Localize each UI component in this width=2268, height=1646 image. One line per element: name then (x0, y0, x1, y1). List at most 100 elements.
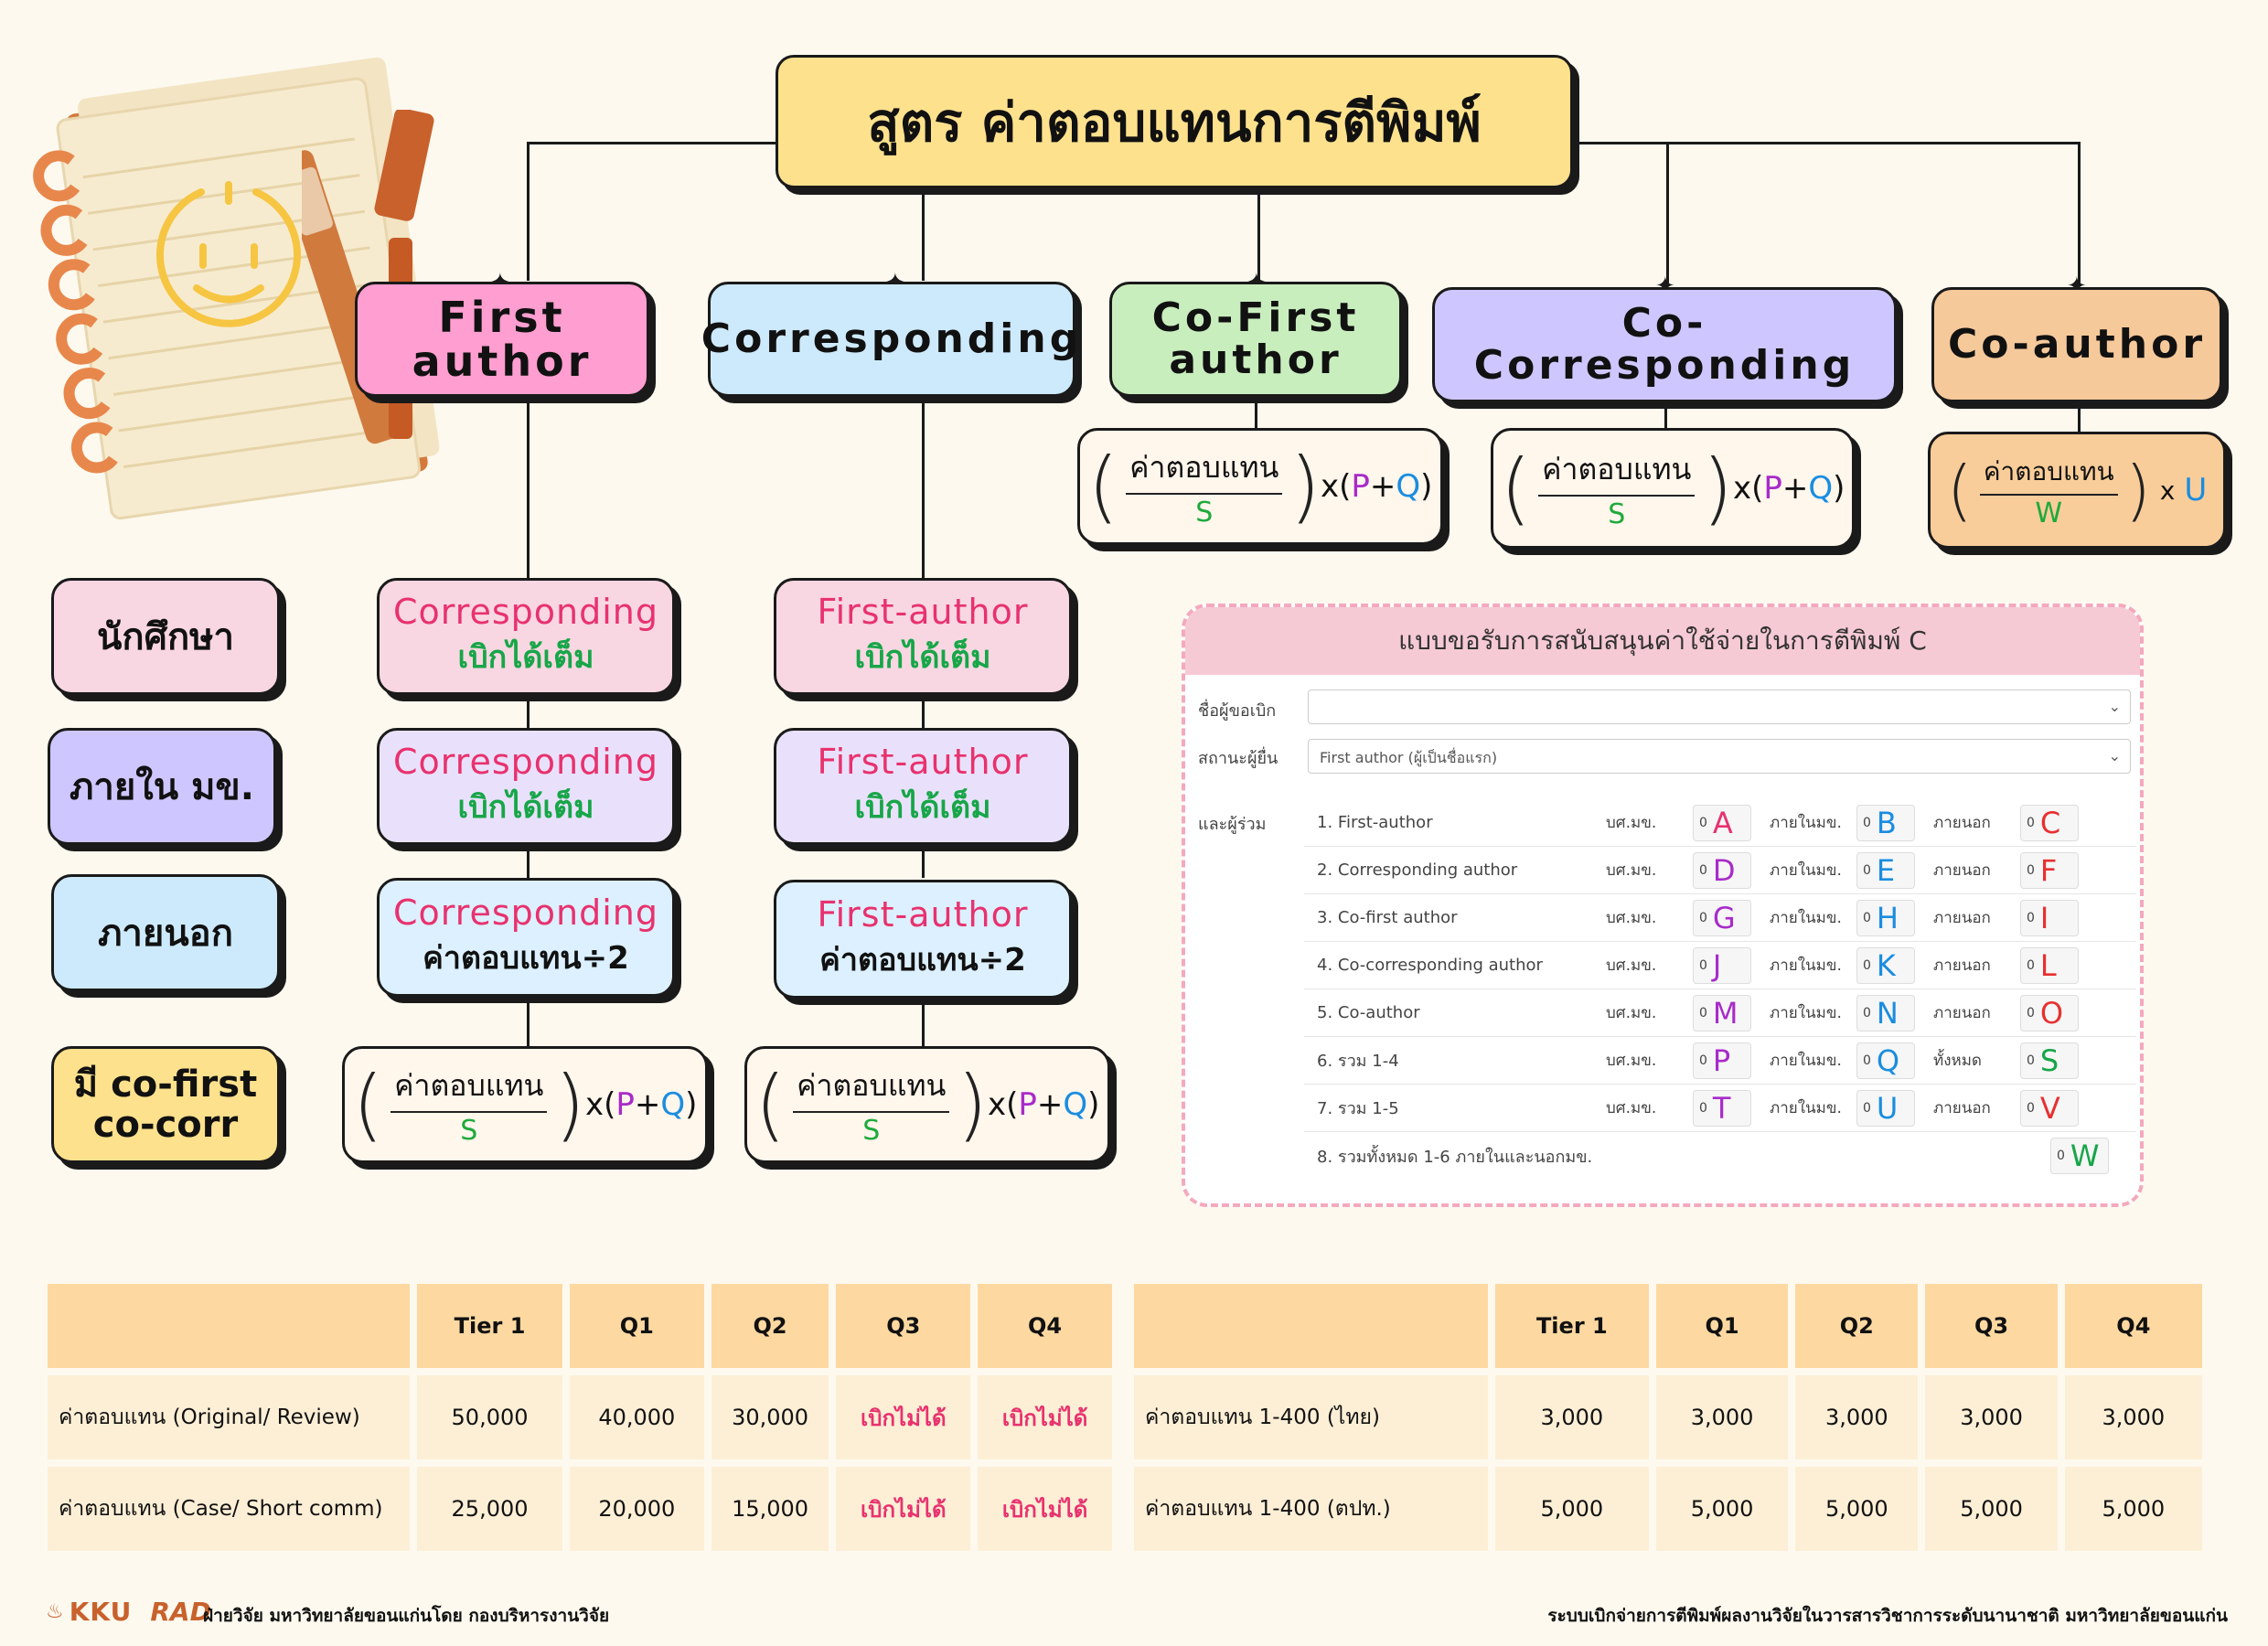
var-q: Q (660, 1086, 686, 1123)
table-cell: เบิกไม่ได้ (978, 1467, 1112, 1551)
row-label-student: นักศึกษา (51, 578, 280, 695)
connector (2078, 402, 2081, 432)
table-header: Q4 (978, 1284, 1112, 1368)
table-cell: 15,000 (711, 1467, 829, 1551)
paren-close-small: ) (1420, 468, 1433, 505)
row-name: 1. First-author (1317, 813, 1433, 832)
cell-top: Corresponding (392, 592, 659, 632)
role-label: Corresponding (701, 315, 1083, 362)
col-label: ภายในมข. (1770, 814, 1842, 832)
table-cell: 3,000 (1655, 1375, 1789, 1459)
plus-sign: + (634, 1086, 661, 1123)
role-co-first-author: Co-First author (1109, 282, 1402, 397)
table-cell: 5,000 (2064, 1467, 2202, 1551)
col-label: ภายนอก (1933, 814, 1991, 832)
connector (1257, 192, 1260, 281)
cell-bottom: เบิกได้เต็ม (457, 639, 594, 676)
table-cell: 40,000 (569, 1375, 704, 1459)
paren-close-small: ) (685, 1086, 698, 1123)
row-label-cofirst-cocorr: มี co-first co-corr (51, 1046, 280, 1163)
table-header (1134, 1284, 1488, 1368)
var-q: Q (1396, 468, 1421, 505)
footer-left-text: ฝ่ายวิจัย มหาวิทยาลัยขอนแก่นโดย กองบริหา… (203, 1606, 610, 1626)
times-sign: x (2159, 475, 2176, 506)
connector (527, 142, 530, 281)
connector (527, 142, 778, 144)
first-author-student-cell: Corresponding เบิกได้เต็ม (377, 578, 675, 695)
row-name: 2. Corresponding author (1317, 860, 1518, 880)
role-co-author: Co-author (1931, 287, 2222, 402)
numerator: ค่าตอบแทน (390, 1063, 548, 1113)
role-label: First author (412, 292, 593, 386)
denominator: W (2035, 497, 2063, 529)
denominator: S (460, 1115, 478, 1147)
cell-top: Corresponding (392, 892, 659, 933)
paren-open-small: ( (604, 1086, 616, 1123)
denominator: S (862, 1115, 881, 1147)
connector (1664, 402, 1667, 432)
var-q: Q (1063, 1086, 1088, 1123)
connector (922, 697, 925, 728)
numerator: ค่าตอบแทน (1538, 446, 1696, 497)
col-label: ภายนอก (1933, 1004, 1991, 1022)
status-select[interactable]: First author (ผู้เป็นชื่อแรก)⌄ (1308, 739, 2131, 774)
var-p: P (615, 1086, 635, 1123)
paren-open: ( (1087, 441, 1119, 532)
table-cell: 5,000 (1795, 1467, 1919, 1551)
requester-select[interactable]: ⌄ (1308, 689, 2131, 724)
paren-open-small: ( (1751, 470, 1764, 507)
row-name: 3. Co-first author (1317, 908, 1458, 927)
table-cell: 3,000 (1925, 1375, 2058, 1459)
corresponding-internal-cell: First-author เบิกได้เต็ม (774, 728, 1072, 845)
table-row: ค่าตอบแทน (Case/ Short comm) 25,000 20,0… (48, 1467, 1112, 1551)
paren-open-small: ( (1006, 1086, 1019, 1123)
table-cell: 3,000 (1795, 1375, 1919, 1459)
paren-close-small: ) (1087, 1086, 1100, 1123)
numerator: ค่าตอบแทน (1126, 444, 1283, 495)
col-label: ภายในมข. (1770, 1004, 1842, 1022)
role-label: Co-First author (1151, 294, 1360, 383)
connector (1255, 397, 1257, 428)
row-name: 5. Co-author (1317, 1003, 1420, 1022)
paren-open: ( (352, 1059, 384, 1150)
var-q: Q (1808, 470, 1834, 507)
status-label: สถานะผู้ยื่น (1198, 749, 1278, 768)
table-cell: ค่าตอบแทน (Case/ Short comm) (48, 1467, 411, 1551)
table-header-row: Tier 1 Q1 Q2 Q3 Q4 (1134, 1284, 2202, 1368)
table-row: ค่าตอบแทน (Original/ Review) 50,000 40,0… (48, 1375, 1112, 1459)
connector (527, 847, 530, 878)
var-p: P (1763, 470, 1782, 507)
table-cell: 30,000 (711, 1375, 829, 1459)
table-cell: 3,000 (2064, 1375, 2202, 1459)
var-p: P (1018, 1086, 1037, 1123)
paren-open-small: ( (1339, 468, 1352, 505)
footer-right-text: ระบบเบิกจ่ายการตีพิมพ์ผลงานวิจัยในวารสาร… (1547, 1606, 2228, 1626)
row-name: 8. รวมทั้งหมด 1-6 ภายในและนอกมข. (1317, 1147, 1593, 1167)
requester-label: ชื่อผู้ขอเบิก (1198, 701, 1277, 721)
